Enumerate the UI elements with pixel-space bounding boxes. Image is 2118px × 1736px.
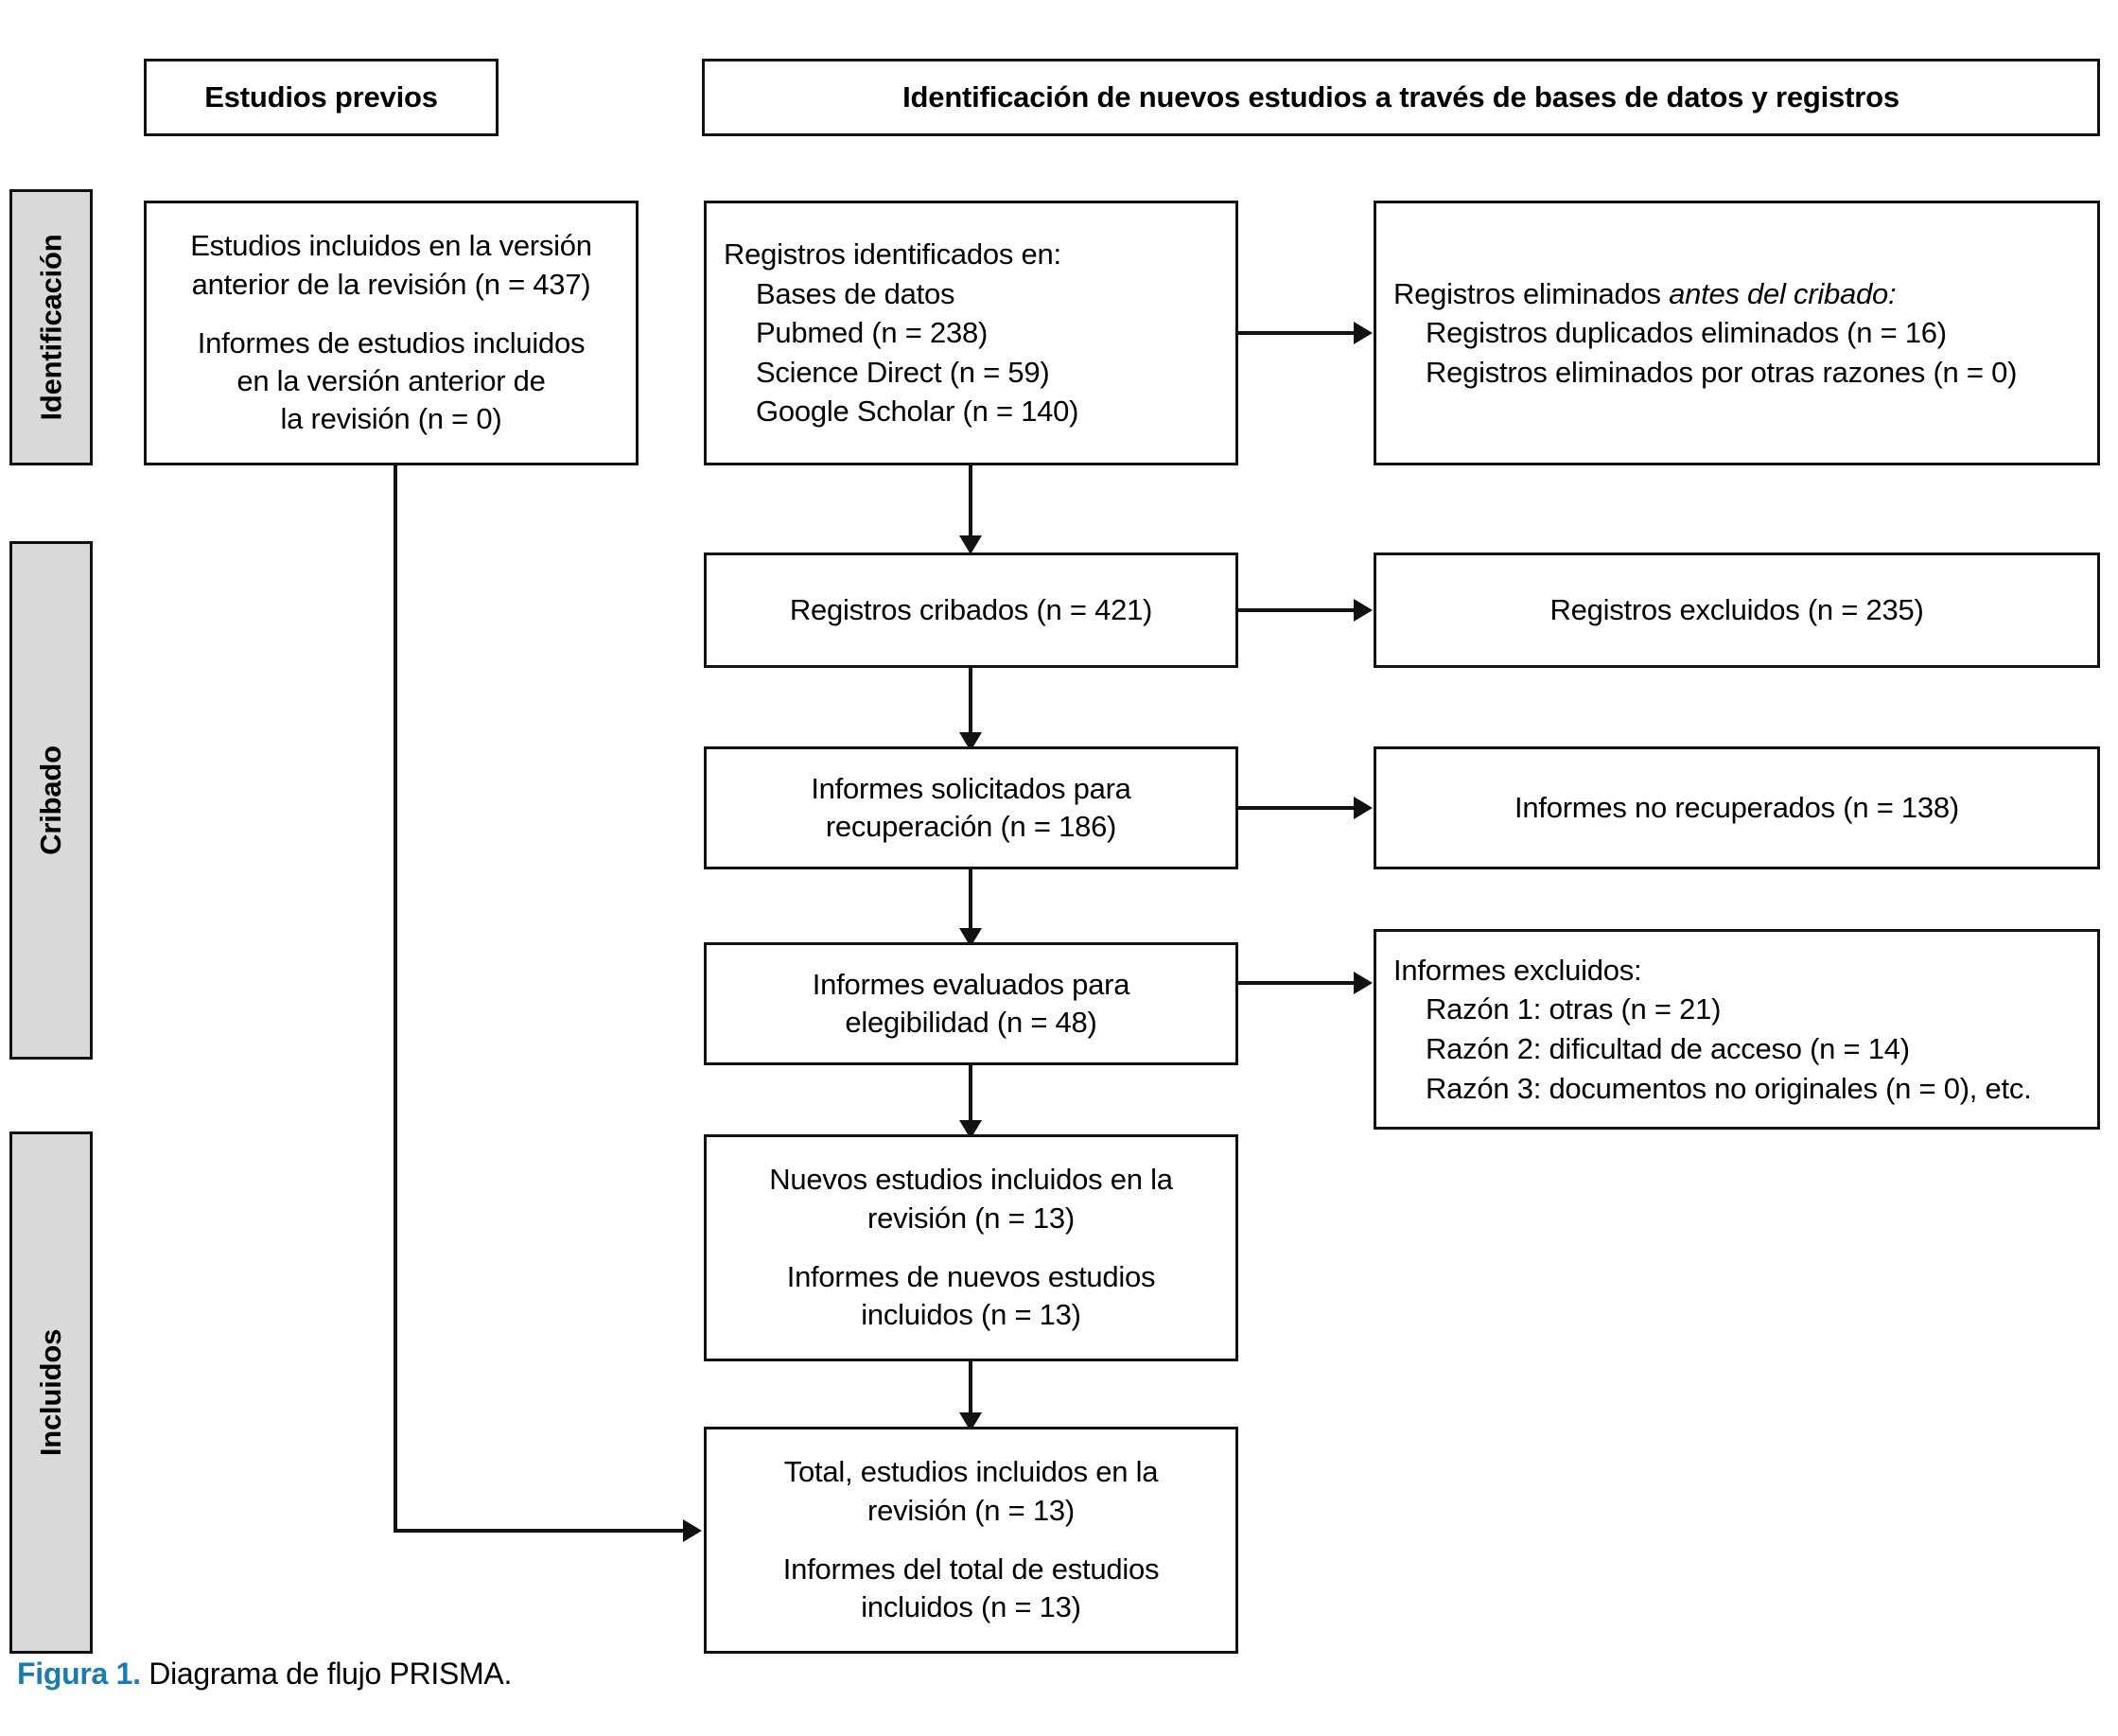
reports-sought-line-2: recuperación (n = 186) [825,810,1117,843]
stage-label-text: Incluidos [34,1328,68,1457]
prev-included-line-2: anterior de la revisión (n = 437) [191,267,591,301]
box-reports-excluded: Informes excluidos: Razón 1: otras (n = … [1374,929,2100,1130]
total-reports-line-1: Informes del total de estudios [782,1552,1160,1586]
records-identified-item-1: Bases de datos [756,276,955,310]
prev-included-line-1: Estudios incluidos en la versión [190,229,592,263]
reports-not-retrieved-text: Informes no recuperados (n = 138) [1514,790,1959,824]
arrowhead-sought-to-not-retrieved [1354,797,1373,819]
header-new-studies: Identificación de nuevos estudios a trav… [702,59,2100,136]
total-reports-line-2: incluidos (n = 13) [861,1590,1081,1624]
reports-excluded-item-1: Razón 1: otras (n = 21) [1426,992,1722,1026]
reports-sought-line-1: Informes solicitados para [811,771,1131,805]
connector-assessed-to-new-included [969,1065,972,1124]
records-identified-item-2: Pubmed (n = 238) [756,316,989,350]
reports-excluded-item-2: Razón 2: dificultad de acceso (n = 14) [1426,1032,1910,1065]
connector-identified-to-screened [969,465,972,539]
total-studies-line-2: revisión (n = 13) [867,1493,1075,1527]
records-identified-item-3: Science Direct (n = 59) [756,355,1050,389]
records-removed-item-1: Registros duplicados eliminados (n = 16) [1426,316,1947,350]
new-reports-line-2: incluidos (n = 13) [861,1298,1081,1332]
stage-label-identificacion: Identificación [9,189,93,465]
records-removed-item-2: Registros eliminados por otras razones (… [1426,355,2018,389]
reports-excluded-title: Informes excluidos: [1393,953,1642,987]
reports-assessed-line-1: Informes evaluados para [812,967,1130,1001]
arrowhead-identified-to-screened [959,535,982,554]
records-excluded-text: Registros excluidos (n = 235) [1549,592,1924,626]
connector-previous-included-horizontal [394,1529,683,1533]
box-reports-assessed: Informes evaluados para elegibilidad (n … [704,942,1238,1065]
new-studies-line-2: revisión (n = 13) [867,1201,1075,1235]
connector-assessed-to-excluded [1238,981,1354,985]
box-total-included: Total, estudios incluidos en la revisión… [704,1427,1238,1654]
figure-caption: Figura 1. Diagrama de flujo PRISMA. [17,1657,512,1692]
stage-label-text: Cribado [34,745,67,855]
connector-screened-to-excluded [1238,608,1354,612]
prev-reports-line-1: Informes de estudios incluidos [197,325,586,359]
new-studies-line-1: Nuevos estudios incluidos en la [769,1163,1173,1197]
reports-assessed-line-2: elegibilidad (n = 48) [845,1006,1097,1039]
prev-reports-line-2: en la versión anterior de [236,364,546,398]
records-identified-title: Registros identificados en: [724,237,1061,272]
records-screened-text: Registros cribados (n = 421) [789,592,1153,626]
arrowhead-previous-included-to-total [683,1519,702,1542]
stage-label-cribado: Cribado [9,541,93,1060]
figure-caption-text: Diagrama de flujo PRISMA. [149,1657,513,1691]
reports-excluded-item-3: Razón 3: documentos no originales (n = 0… [1426,1071,2032,1105]
header-previous-studies-label: Estudios previos [204,80,438,114]
arrowhead-assessed-to-excluded [1354,972,1373,994]
header-previous-studies: Estudios previos [144,59,499,136]
new-reports-line-1: Informes de nuevos estudios [786,1260,1156,1293]
box-records-excluded: Registros excluidos (n = 235) [1374,552,2100,668]
box-records-identified: Registros identificados en: Bases de dat… [704,201,1238,465]
arrowhead-screened-to-excluded [1354,599,1373,622]
figure-caption-label: Figura 1. [17,1657,141,1691]
connector-identified-to-removed [1238,331,1354,335]
box-new-studies-included: Nuevos estudios incluidos en la revisión… [704,1134,1238,1361]
header-new-studies-label: Identificación de nuevos estudios a trav… [902,80,1899,114]
records-removed-title-italic: antes del cribado: [1669,276,1897,310]
arrowhead-identified-to-removed [1354,322,1373,344]
box-reports-sought: Informes solicitados para recuperación (… [704,746,1238,869]
connector-new-included-to-total [969,1361,972,1416]
connector-previous-included-vertical [394,465,397,1533]
total-studies-line-1: Total, estudios incluidos en la [783,1455,1159,1489]
stage-label-text: Identificación [34,234,68,421]
box-records-screened: Registros cribados (n = 421) [704,552,1238,668]
box-reports-not-retrieved: Informes no recuperados (n = 138) [1374,746,2100,869]
box-previous-included-studies: Estudios incluidos en la versión anterio… [144,201,639,465]
connector-screened-to-sought [969,668,972,736]
records-identified-item-4: Google Scholar (n = 140) [756,395,1079,429]
prev-reports-line-3: la revisión (n = 0) [280,402,502,436]
connector-sought-to-assessed [969,869,972,932]
stage-label-incluidos: Incluidos [9,1131,93,1654]
records-removed-title-plain: Registros eliminados [1393,276,1670,310]
connector-sought-to-not-retrieved [1238,806,1354,810]
box-records-removed-before-screening: Registros eliminados antes del cribado: … [1374,201,2100,465]
